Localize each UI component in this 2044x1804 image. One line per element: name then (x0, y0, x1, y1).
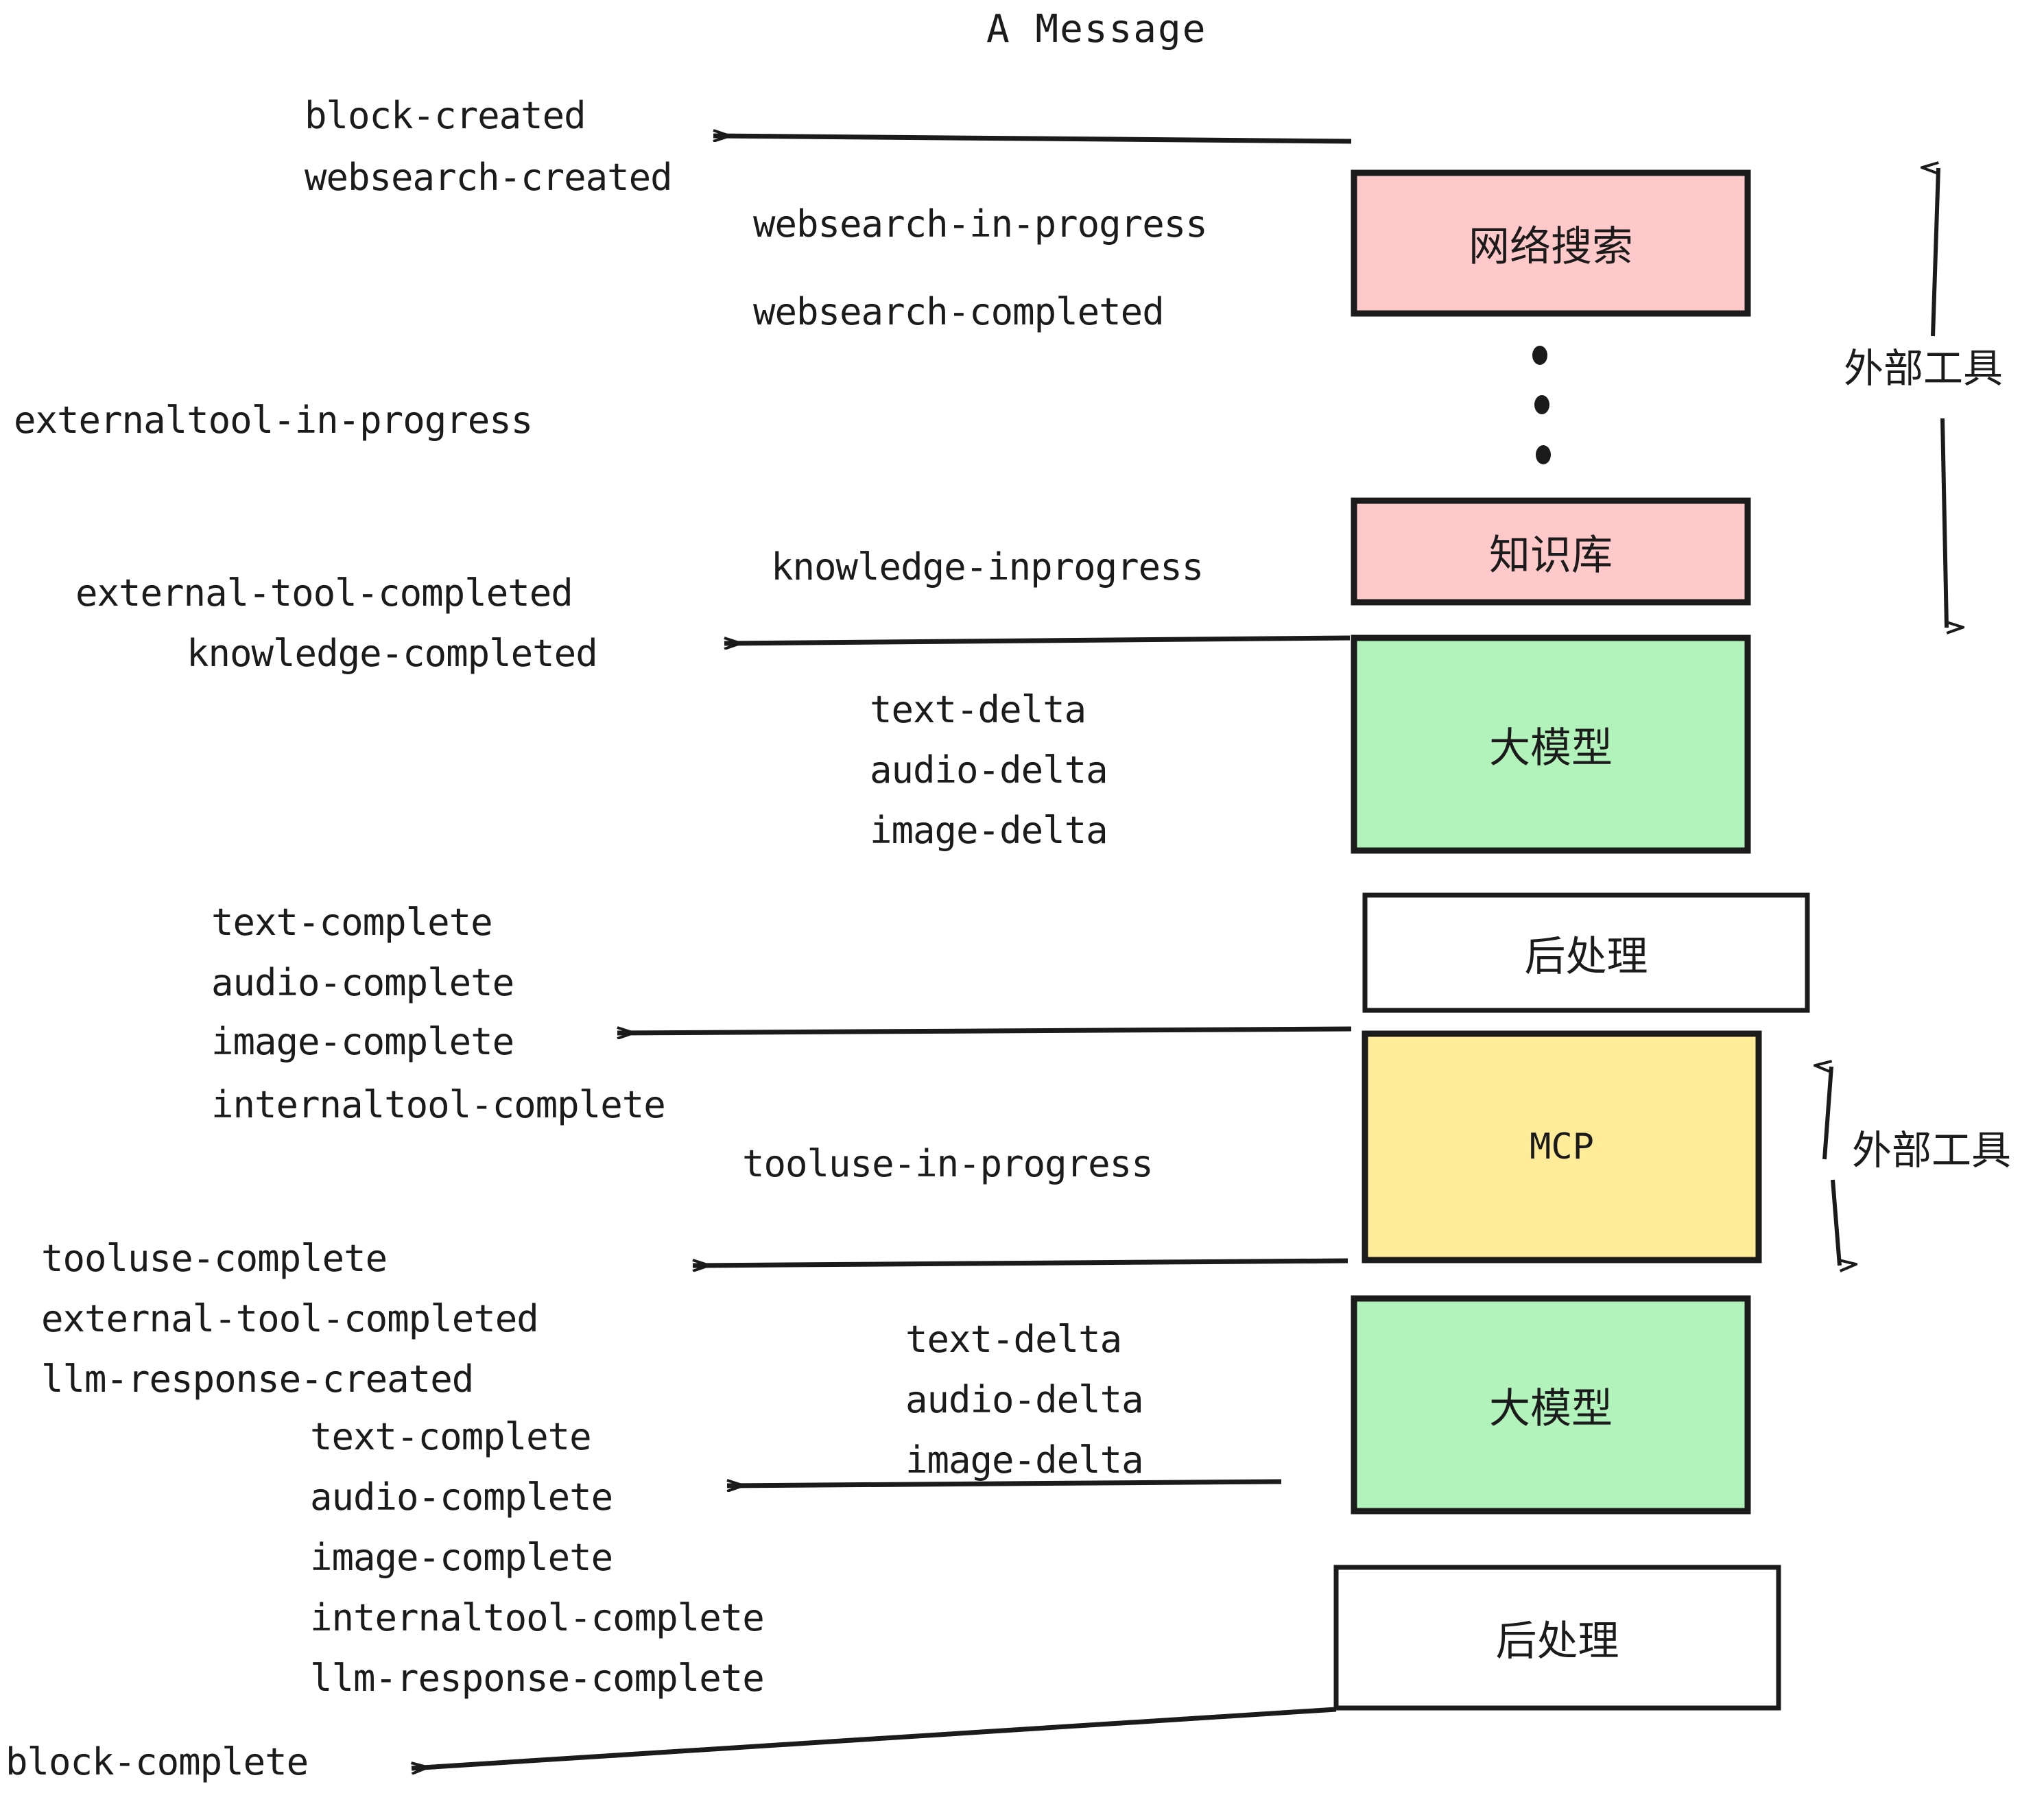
box-llm-second[interactable] (1351, 1295, 1751, 1515)
box-label-postprocess-second: 后处理 (1495, 1617, 1619, 1665)
event-block-created: block-created (305, 94, 586, 137)
box-label-llm-second: 大模型 (1489, 1384, 1613, 1433)
event-audio-delta-1: audio-delta (870, 748, 1108, 792)
arrow-external-tool-bottom-up (1825, 1067, 1833, 1160)
event-external-tool-completed-2: external-tool-completed (41, 1297, 539, 1340)
event-internaltool-complete-1: internaltool-complete (211, 1083, 666, 1126)
box-postprocess-second[interactable] (1333, 1565, 1781, 1711)
event-audio-delta-2: audio-delta (905, 1378, 1144, 1421)
event-block-complete: block-complete (5, 1740, 309, 1783)
box-label-knowledge: 知识库 (1489, 531, 1613, 580)
box-knowledge[interactable] (1351, 497, 1751, 606)
event-websearch-created: websearch-created (305, 156, 673, 199)
event-llm-response-complete: llm-response-complete (310, 1657, 765, 1700)
box-llm-first[interactable] (1351, 634, 1751, 854)
arrow-external-tool-top-up (1933, 168, 1940, 337)
page-title: A Message (986, 7, 1207, 51)
box-postprocess-first[interactable] (1362, 892, 1810, 1013)
event-external-tool-completed-1: external-tool-completed (75, 571, 573, 615)
box-label-postprocess-first: 后处理 (1524, 932, 1648, 981)
arrow-block-complete (412, 1707, 1337, 1768)
event-text-complete-2: text-complete (310, 1415, 592, 1458)
event-internaltool-complete-2: internaltool-complete (310, 1596, 765, 1639)
event-websearch-in-progress: websearch-in-progress (753, 202, 1208, 246)
event-audio-complete-1: audio-complete (211, 961, 514, 1004)
arrow-knowledge-completed (724, 635, 1351, 643)
event-llm-response-created: llm-response-created (41, 1357, 474, 1401)
arrow-image-complete (617, 1029, 1352, 1033)
box-label-mcp: MCP (1530, 1126, 1594, 1167)
ellipsis-dots (1532, 346, 1551, 464)
event-image-delta-2: image-delta (905, 1438, 1144, 1482)
event-image-delta-1: image-delta (870, 809, 1108, 852)
event-image-complete-1: image-complete (211, 1020, 514, 1063)
arrow-external-tool-top-down (1940, 418, 1947, 628)
box-label-llm-first: 大模型 (1489, 724, 1613, 772)
event-knowledge-completed: knowledge-completed (187, 632, 598, 675)
event-text-delta-1: text-delta (870, 688, 1086, 731)
box-label-websearch: 网络搜索 (1469, 223, 1633, 271)
arrow-audio-complete (727, 1482, 1282, 1486)
event-tooluse-in-progress: tooluse-in-progress (742, 1142, 1154, 1185)
event-websearch-completed: websearch-completed (753, 290, 1165, 333)
side-label-external-tool-bottom: 外部工具 (1852, 1127, 2012, 1174)
event-tooluse-complete: tooluse-complete (41, 1237, 388, 1280)
event-text-complete-1: text-complete (211, 901, 493, 944)
arrow-block-created (713, 136, 1352, 144)
event-externaltool-in-progress: externaltool-in-progress (14, 399, 533, 442)
event-text-delta-2: text-delta (905, 1318, 1122, 1361)
event-image-complete-2: image-complete (310, 1536, 613, 1579)
box-websearch[interactable] (1351, 169, 1751, 317)
side-label-external-tool-top: 外部工具 (1844, 345, 2004, 392)
event-audio-complete-2: audio-complete (310, 1475, 613, 1519)
arrow-external-tool-bottom-down (1831, 1179, 1840, 1266)
event-knowledge-inprogress: knowledge-inprogress (771, 545, 1204, 589)
box-mcp[interactable] (1362, 1030, 1762, 1263)
arrow-tooluse-complete (693, 1258, 1348, 1266)
